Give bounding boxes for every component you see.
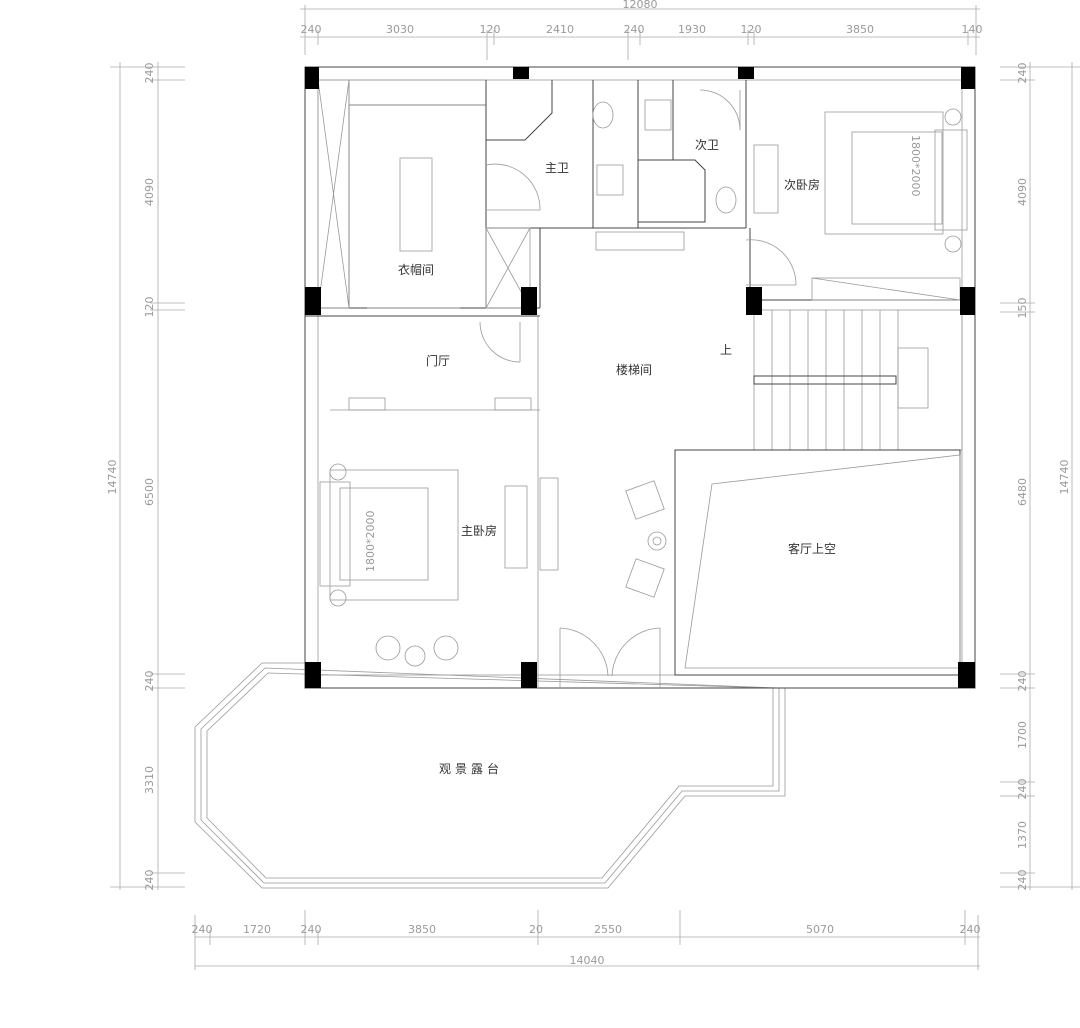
label-second-bath: 次卫: [695, 138, 719, 152]
dim-bottom: 20: [529, 923, 543, 936]
furniture: [319, 99, 968, 667]
label-stairwell: 楼梯间: [616, 362, 652, 377]
label-cloakroom: 衣帽间: [398, 262, 434, 277]
dim-left: 240: [143, 671, 156, 692]
dim-right: 4090: [1016, 178, 1029, 206]
dim-right-total: 14740: [1058, 460, 1071, 495]
dim-right: 1370: [1016, 821, 1029, 849]
dim-top: 120: [480, 23, 501, 36]
dim-left: 240: [143, 63, 156, 84]
dim-top: 3850: [846, 23, 874, 36]
dim-bottom: 1720: [243, 923, 271, 936]
dim-left-total: 14740: [106, 460, 119, 495]
bed-icon: [329, 469, 459, 601]
dim-top: 3030: [386, 23, 414, 36]
dim-right: 240: [1016, 63, 1029, 84]
dim-bottom: 240: [960, 923, 981, 936]
console-table: [595, 231, 685, 251]
sink-icon: [596, 164, 624, 196]
label-living-void: 客厅上空: [788, 541, 836, 556]
label-second-bedroom: 次卧房: [784, 177, 820, 192]
bed-size-master: 1800*2000: [364, 511, 377, 573]
structural-columns: [305, 67, 975, 688]
stair-treads: [771, 310, 899, 450]
dim-left: 240: [143, 870, 156, 891]
cloakroom-island: [399, 157, 433, 252]
dim-top: 120: [741, 23, 762, 36]
dim-top: 240: [624, 23, 645, 36]
label-stair-up: 上: [720, 343, 732, 357]
dim-right: 240: [1016, 870, 1029, 891]
dim-top: 2410: [546, 23, 574, 36]
dimension-lines: [110, 5, 1080, 970]
label-master-bath: 主卫: [545, 161, 569, 175]
dim-left: 120: [143, 297, 156, 318]
dimension-labels: 12080 240 3030 120 2410 240 1930 120 385…: [106, 0, 1071, 967]
bed-icon: [824, 111, 944, 235]
bed-size-second: 1800*2000: [909, 135, 922, 197]
dim-top: 240: [301, 23, 322, 36]
label-foyer: 门厅: [426, 353, 450, 368]
dim-bottom: 5070: [806, 923, 834, 936]
dim-right: 6480: [1016, 478, 1029, 506]
cabinet: [539, 477, 559, 571]
dim-right: 240: [1016, 779, 1029, 800]
dim-top: 1930: [678, 23, 706, 36]
dim-bottom: 2550: [594, 923, 622, 936]
desk: [504, 485, 528, 569]
dim-left: 4090: [143, 178, 156, 206]
dim-bottom: 3850: [408, 923, 436, 936]
wardrobe: [753, 144, 779, 214]
stair-handrail: [753, 375, 897, 385]
dim-right: 150: [1016, 298, 1029, 319]
dim-bottom: 240: [301, 923, 322, 936]
dim-left: 6500: [143, 478, 156, 506]
room-labels: 衣帽间 主卫 次卫 次卧房 门厅 楼梯间 上 主卧房 客厅上空 观景露台 180…: [364, 135, 922, 776]
dim-right: 1700: [1016, 721, 1029, 749]
toilet-icon: [592, 101, 614, 129]
interior-walls: [317, 79, 963, 688]
chair-icon: [375, 635, 401, 661]
sink-icon: [644, 99, 672, 131]
dim-right: 240: [1016, 671, 1029, 692]
toilet-icon: [715, 186, 737, 214]
label-terrace: 观景露台: [439, 761, 503, 776]
armchair-icon: [625, 480, 665, 520]
dim-bottom: 240: [192, 923, 213, 936]
armchair-icon: [625, 558, 665, 598]
doors: [479, 89, 797, 688]
label-master-bedroom: 主卧房: [461, 523, 497, 538]
dim-top: 140: [962, 23, 983, 36]
dim-left: 3310: [143, 766, 156, 794]
dim-top-total: 12080: [623, 0, 658, 11]
dim-bottom-total: 14040: [570, 954, 605, 967]
